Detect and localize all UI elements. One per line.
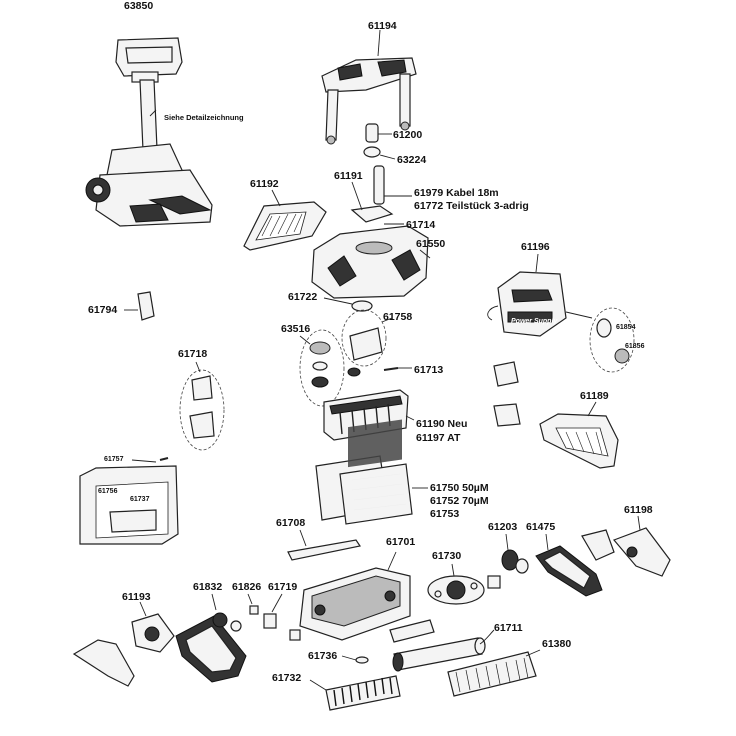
label-61718: 61718 [178, 348, 208, 360]
label-63850: 63850 [124, 0, 154, 12]
filter-panels-part [315, 419, 428, 525]
label-61756: 61756 [98, 488, 118, 495]
label-61711: 61711 [494, 622, 523, 634]
brush-61380-part [447, 649, 541, 697]
label-61198: 61198 [624, 504, 653, 516]
side-plate-61198-part [581, 515, 671, 577]
label-61979: 61979 Kabel 18m [414, 187, 499, 199]
label-61736: 61736 [308, 650, 338, 662]
label-61750: 61750 50µM [430, 482, 489, 494]
label-61193: 61193 [122, 591, 151, 603]
gear-plate-part [427, 563, 501, 605]
label-61758: 61758 [383, 311, 413, 323]
side-panel-right-part [539, 401, 619, 469]
label-61757: 61757 [104, 456, 124, 463]
label-61197: 61197 AT [416, 432, 461, 444]
label-61826: 61826 [232, 581, 262, 593]
label-61854: 61854 [616, 324, 636, 331]
label-61380: 61380 [542, 638, 572, 650]
side-panel-left-part [243, 189, 327, 251]
label-61794: 61794 [88, 304, 118, 316]
label-61189: 61189 [580, 390, 609, 402]
label-61772: 61772 Teilstück 3-adrig [414, 200, 529, 212]
power-supply-part [487, 253, 635, 373]
bracket-right-part [493, 361, 521, 427]
bracket-61718-part [179, 361, 225, 451]
label-61196: 61196 [521, 241, 550, 253]
label-61194: 61194 [368, 20, 397, 32]
label-61708: 61708 [276, 517, 306, 529]
filter-housing-part [79, 457, 179, 545]
track-61475-part [535, 533, 603, 597]
pulley-61203-part [501, 533, 529, 574]
label-61722: 61722 [288, 291, 318, 303]
label-detail-note: Siehe Detailzeichnung [164, 113, 244, 122]
label-61737: 61737 [130, 496, 150, 503]
label-61832: 61832 [193, 581, 223, 593]
label-61713: 61713 [414, 364, 444, 376]
label-61701: 61701 [386, 536, 416, 548]
part-61736 [341, 655, 369, 664]
clip-strip-61708-part [287, 529, 361, 561]
label-61730: 61730 [432, 550, 462, 562]
brush-strip-61732-part [309, 675, 401, 711]
label-61191: 61191 [334, 170, 363, 182]
clip-61794-part [124, 291, 155, 321]
label-61190: 61190 Neu [416, 418, 468, 430]
impeller-parts [323, 297, 393, 367]
label-63224: 63224 [397, 154, 427, 166]
small-parts-61826-61719 [247, 593, 283, 629]
screw-61713-part [383, 367, 412, 371]
label-61856: 61856 [625, 343, 645, 350]
label-61752: 61752 70µM [430, 495, 489, 507]
label-61550: 61550 [416, 238, 446, 250]
caddy-cart-part [85, 37, 213, 227]
label-61475: 61475 [526, 521, 556, 533]
power-supply-text: Power Supply [511, 318, 558, 325]
label-63516: 63516 [281, 323, 311, 335]
roller-61711-part [392, 629, 495, 672]
chassis-part [289, 551, 435, 643]
top-cover-part [311, 181, 431, 299]
label-61192: 61192 [250, 178, 279, 190]
side-plate-61193-part [72, 601, 175, 687]
label-61753: 61753 [430, 508, 460, 520]
label-61714: 61714 [406, 219, 436, 231]
label-61719: 61719 [268, 581, 298, 593]
label-61732: 61732 [272, 672, 302, 684]
track-61832-part [175, 593, 247, 683]
label-61200: 61200 [393, 129, 423, 141]
handle-part [321, 29, 417, 145]
swivel-and-cable-part [363, 123, 412, 205]
label-61203: 61203 [488, 521, 518, 533]
motor-kit-part [299, 329, 361, 407]
